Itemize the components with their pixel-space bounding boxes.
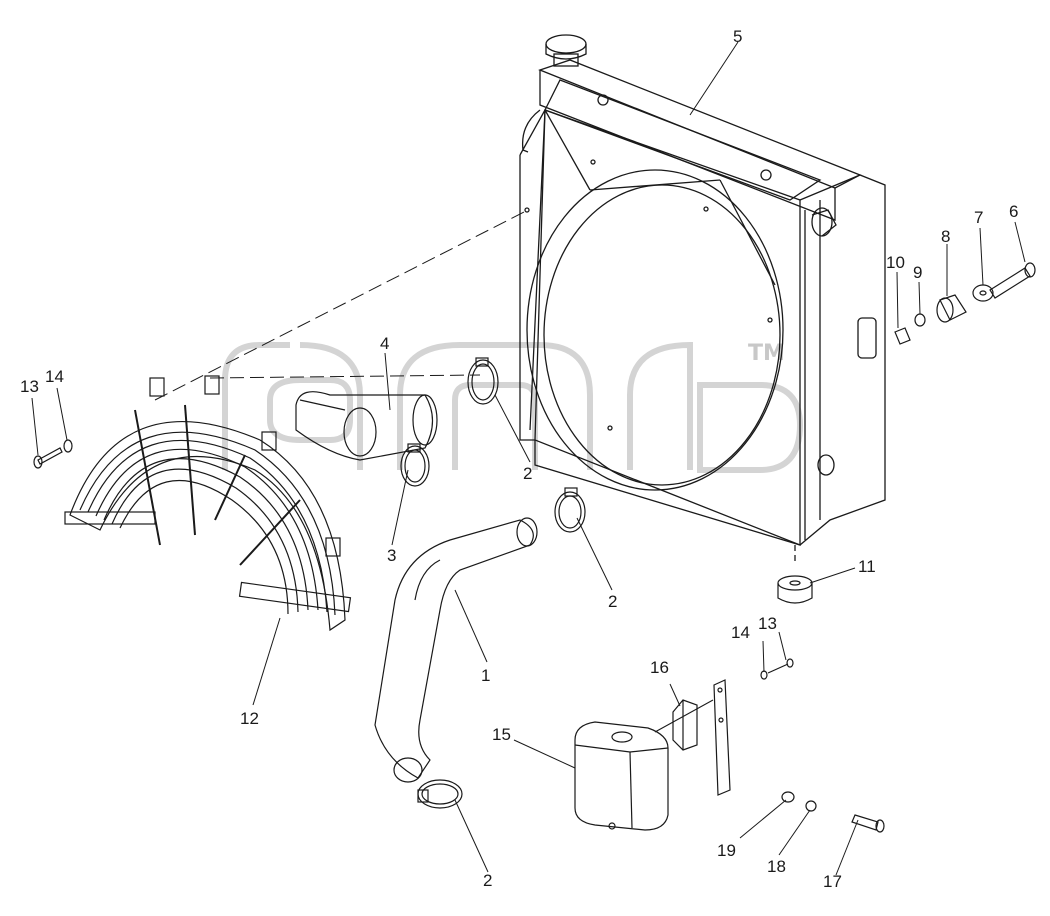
callout-17: 17 [823, 872, 842, 891]
callout-1: 1 [481, 666, 491, 685]
callout-5: 5 [733, 27, 743, 46]
callout-7: 7 [974, 208, 984, 227]
callout-18: 18 [767, 857, 786, 876]
callout-15: 15 [492, 725, 511, 744]
watermark-logo [222, 341, 804, 473]
callout-4: 4 [380, 334, 390, 353]
clamp-2-upper [467, 357, 499, 405]
clamp-3 [400, 443, 430, 487]
callout-2-lower: 2 [483, 871, 493, 890]
callout-12: 12 [240, 709, 259, 728]
fan-guard [64, 375, 352, 632]
strap-bracket [713, 679, 731, 796]
callout-14-left: 14 [45, 367, 64, 386]
callout-10: 10 [886, 253, 905, 272]
rubber-mount-11 [777, 575, 813, 604]
callout-8: 8 [941, 227, 951, 246]
hose-1 [374, 517, 538, 783]
left-bolt-13 [33, 439, 73, 469]
leader-lines [31, 41, 1026, 876]
lower-fasteners [781, 791, 885, 833]
callout-13-left: 13 [20, 377, 39, 396]
hose-4 [295, 391, 438, 461]
alignment-line [154, 209, 529, 401]
radiator-assembly [519, 34, 886, 565]
callout-11: 11 [858, 557, 876, 576]
callout-13-right: 13 [758, 614, 777, 633]
alignment-line-2 [209, 374, 481, 379]
clamp-2-lower [417, 779, 463, 809]
callout-3: 3 [387, 546, 397, 565]
callout-16: 16 [650, 658, 669, 677]
callout-14-right: 14 [731, 623, 750, 642]
expansion-tank-15 [574, 721, 669, 831]
clamp-2-middle [554, 487, 586, 533]
right-fasteners [894, 262, 1036, 345]
bracket-16 [672, 699, 698, 751]
callout-19: 19 [717, 841, 736, 860]
callout-2-middle: 2 [608, 592, 618, 611]
right-bolt-13 [760, 658, 794, 680]
callout-9: 9 [913, 263, 923, 282]
callout-2-upper: 2 [523, 464, 533, 483]
callout-6: 6 [1009, 202, 1019, 221]
